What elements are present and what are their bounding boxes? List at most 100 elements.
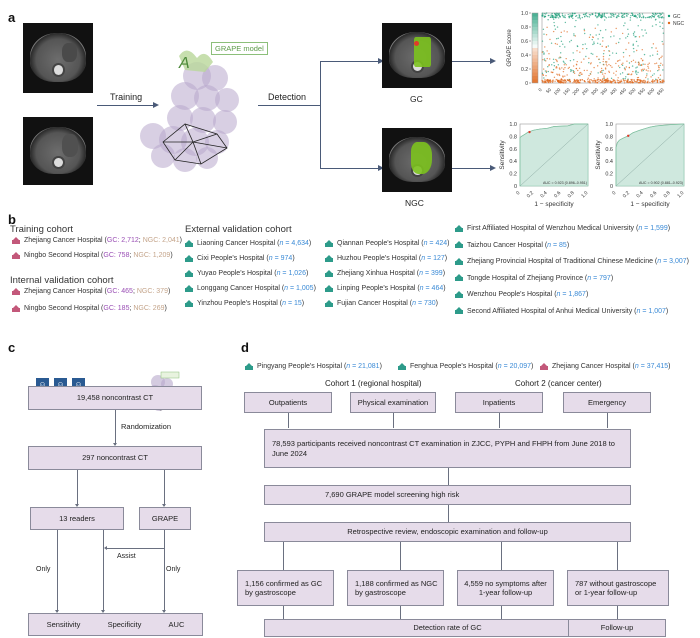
gc-point xyxy=(651,74,654,76)
ngc-point xyxy=(562,75,564,77)
ngc-point xyxy=(576,50,578,52)
gc-point xyxy=(623,16,626,18)
gc-point xyxy=(557,13,559,15)
ngc-point xyxy=(599,71,602,73)
ngc-point xyxy=(659,81,661,83)
gc-point xyxy=(640,19,642,21)
ngc-point xyxy=(599,79,602,82)
ngc-point xyxy=(555,58,557,61)
ngc-point xyxy=(636,76,639,79)
panel-a-label: a xyxy=(8,10,16,25)
hospital-icon xyxy=(325,239,333,247)
hospital-text: Taizhou Cancer Hospital (n = 85) xyxy=(467,241,570,249)
gc-point xyxy=(652,54,654,56)
ngc-point xyxy=(650,80,653,83)
external-hospital: Wenzhou People's Hospital (n = 1,867) xyxy=(455,290,588,298)
ngc-point xyxy=(545,74,547,77)
assist-arrowhead xyxy=(101,610,105,613)
ngc-point xyxy=(652,80,654,83)
gc-point xyxy=(559,52,562,54)
ngc-point xyxy=(630,60,633,63)
outpatients-line xyxy=(288,413,289,428)
gc-point xyxy=(641,13,644,15)
ngc-point xyxy=(563,30,565,32)
gc-point xyxy=(557,17,560,19)
gc-point xyxy=(586,15,589,18)
ngc-point xyxy=(600,81,602,84)
ngc-point xyxy=(615,74,617,76)
gc-point xyxy=(624,22,626,24)
gc-point xyxy=(660,17,663,19)
ngc-point xyxy=(552,30,555,33)
ngc-point xyxy=(617,79,620,82)
hospital-text: Cixi People's Hospital (n = 974) xyxy=(197,255,295,262)
ngc-point xyxy=(575,67,578,70)
y-tick-label: 0.4 xyxy=(521,53,528,59)
gc-point xyxy=(658,12,661,15)
ngc-point xyxy=(601,73,604,75)
ngc-point xyxy=(583,30,586,32)
participants-line xyxy=(448,468,449,485)
ngc-point xyxy=(594,81,596,84)
hospital-icon xyxy=(245,362,253,370)
ngc-point xyxy=(615,70,617,72)
ngc-point xyxy=(556,43,558,45)
ngc-point xyxy=(632,81,634,84)
scatter-arrowhead xyxy=(490,58,496,64)
gc-point xyxy=(619,38,621,40)
metric-auc: AUC xyxy=(168,619,185,629)
gc-point xyxy=(599,61,601,64)
ngc-arrowhead xyxy=(378,165,384,171)
ct-scan-gc xyxy=(382,23,452,88)
gc-point xyxy=(598,12,601,14)
ngc-point xyxy=(549,80,551,82)
ngc-point xyxy=(603,75,605,77)
ngc-point xyxy=(613,72,615,74)
ngc-point xyxy=(596,81,598,84)
gc-point xyxy=(629,17,632,19)
ngc-point xyxy=(608,50,611,52)
gc-point xyxy=(572,59,575,61)
roc-curve xyxy=(615,123,685,186)
ngc-point xyxy=(628,67,631,69)
gc-point xyxy=(598,14,600,16)
gc-point xyxy=(632,44,634,47)
ngc-point xyxy=(574,81,576,84)
ngc-point xyxy=(601,45,603,48)
gc-point xyxy=(627,13,629,16)
ngc-point xyxy=(641,60,644,62)
only-label-right: Only xyxy=(166,566,181,573)
gc-point xyxy=(614,13,617,15)
ngc-point xyxy=(563,82,565,84)
gc-point xyxy=(649,15,652,18)
gc-point xyxy=(548,14,550,17)
gc-point xyxy=(591,38,593,41)
nosymptom-to-rate-line xyxy=(501,606,502,619)
hospital-icon xyxy=(398,362,406,370)
gc-point xyxy=(585,47,588,50)
ngc-point xyxy=(634,80,636,83)
readers-only-line xyxy=(57,530,58,612)
readers-box: 13 readers xyxy=(30,507,124,530)
ngc-point xyxy=(645,69,648,71)
hospital-icon xyxy=(325,254,333,262)
ngc-point xyxy=(590,71,592,73)
gc-point xyxy=(603,15,605,17)
without-to-followup-line xyxy=(617,606,618,619)
gc-point xyxy=(655,18,657,21)
ngc-point xyxy=(658,58,661,60)
gc-point xyxy=(605,17,608,19)
training-arrowhead xyxy=(153,102,159,108)
ngc-point xyxy=(638,61,640,63)
ngc-label: NGC xyxy=(405,198,424,208)
ngc-point xyxy=(589,78,591,81)
ngc-point xyxy=(628,73,630,75)
ngc-point xyxy=(576,79,578,82)
gc-point xyxy=(547,19,549,21)
gc-point xyxy=(574,25,576,28)
ngc-point xyxy=(565,57,567,60)
ngc-point xyxy=(605,46,608,48)
ngc-point xyxy=(608,80,610,82)
gc-point xyxy=(657,15,659,18)
